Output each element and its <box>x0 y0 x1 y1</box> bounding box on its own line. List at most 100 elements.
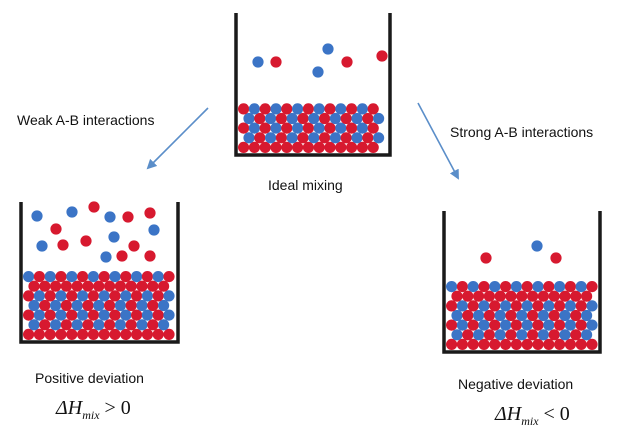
particle-a <box>505 309 517 322</box>
particle-b <box>521 300 533 312</box>
particle-a <box>23 328 35 340</box>
particle-b <box>351 132 363 144</box>
particle-b <box>243 132 255 144</box>
particle-a <box>532 319 544 331</box>
particle-b <box>120 290 132 302</box>
particle-b <box>55 290 67 302</box>
particle-a <box>550 252 562 264</box>
particle-b <box>286 112 298 125</box>
particle-b <box>33 290 46 302</box>
particle-b <box>451 309 463 322</box>
particle-b <box>329 112 341 125</box>
particle-b <box>581 309 593 322</box>
weak-interactions-label: Weak A-B interactions <box>17 112 155 128</box>
particle-a <box>254 112 266 125</box>
particle-b <box>373 132 385 144</box>
particle-b <box>313 103 325 115</box>
particle-a <box>505 329 517 341</box>
particle-a <box>114 280 126 292</box>
particle-a <box>270 56 282 68</box>
particle-a <box>259 103 271 115</box>
particle-a <box>483 329 495 341</box>
particle-a <box>33 271 46 283</box>
particle-a <box>564 338 577 350</box>
particle-b <box>564 319 577 331</box>
particle-a <box>60 319 72 331</box>
particle-a <box>446 319 458 331</box>
particle-b <box>270 103 282 115</box>
particle-b <box>473 309 485 322</box>
particle-b <box>356 103 368 115</box>
particle-a <box>494 290 506 302</box>
particle-a <box>527 309 539 322</box>
particle-a <box>340 132 352 144</box>
particle-a <box>57 239 69 251</box>
particle-a <box>346 103 358 115</box>
arrow-to-negative <box>417 102 459 180</box>
negative-deviation-caption: Negative deviation <box>458 376 574 392</box>
particle-a <box>281 122 293 134</box>
particle-a <box>467 319 479 331</box>
particle-a <box>543 281 555 293</box>
particle-a <box>28 280 40 292</box>
equation-delta-h: ΔH <box>495 403 522 425</box>
particle-b <box>114 319 126 331</box>
particle-a <box>50 223 62 235</box>
particle-a <box>462 329 474 341</box>
particle-a <box>122 211 134 223</box>
particle-b <box>467 281 479 293</box>
particle-b <box>516 329 528 341</box>
particle-b <box>586 300 598 312</box>
particle-a <box>467 338 479 350</box>
particle-b <box>329 132 341 144</box>
particle-b <box>516 309 528 322</box>
particle-b <box>114 299 126 312</box>
particle-b <box>50 299 62 312</box>
particle-a <box>489 338 501 350</box>
particle-a <box>575 300 587 312</box>
particle-a <box>82 319 94 331</box>
particle-b <box>163 290 175 302</box>
particle-a <box>483 290 495 302</box>
particle-b <box>351 112 363 125</box>
negative-enthalpy-equation: ΔHmix < 0 <box>495 403 570 428</box>
particle-b <box>136 299 148 312</box>
particle-a <box>44 309 56 321</box>
particle-b <box>292 122 304 134</box>
particle-a <box>248 141 260 153</box>
particle-a <box>39 280 51 292</box>
particle-a <box>104 299 116 312</box>
particle-a <box>281 141 293 153</box>
particle-a <box>128 240 140 252</box>
particle-b <box>543 300 555 312</box>
equation-subscript: mix <box>521 414 539 428</box>
particle-a <box>125 299 137 312</box>
particle-a <box>376 50 388 62</box>
particle-a <box>147 319 159 331</box>
particle-b <box>163 309 175 321</box>
particle-b <box>152 271 164 283</box>
particle-b <box>451 329 463 341</box>
particle-b <box>586 319 598 331</box>
particle-b <box>66 271 78 283</box>
particle-b <box>93 319 105 331</box>
particle-a <box>575 338 587 350</box>
particle-b <box>575 281 587 293</box>
particle-a <box>297 132 309 144</box>
particle-a <box>44 328 56 340</box>
particle-b <box>456 319 468 331</box>
particle-a <box>500 281 512 293</box>
particle-a <box>575 319 587 331</box>
particle-a <box>270 141 282 153</box>
particle-a <box>367 141 379 153</box>
particle-a <box>456 281 468 293</box>
particle-b <box>489 281 501 293</box>
particle-a <box>147 299 159 312</box>
ideal-mixing-particles <box>238 43 388 153</box>
particle-a <box>120 271 132 283</box>
particle-a <box>147 280 159 292</box>
particle-a <box>77 271 89 283</box>
particle-a <box>570 309 582 322</box>
beaker-negative <box>442 211 602 354</box>
